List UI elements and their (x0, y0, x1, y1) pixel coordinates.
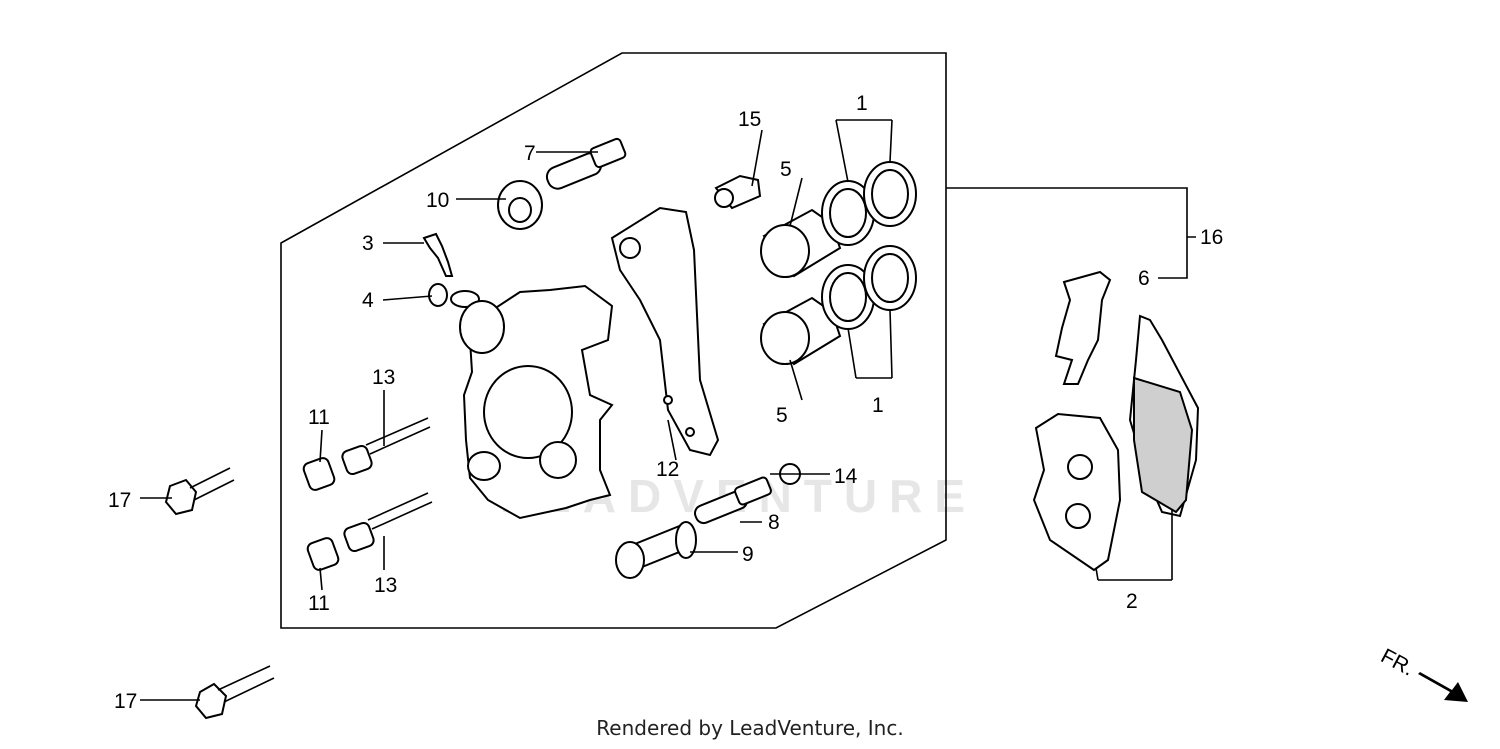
callout-14: 14 (834, 465, 858, 488)
callout-4: 4 (362, 289, 374, 312)
brake-pad-2-outer (1128, 314, 1200, 518)
credit-text: Rendered by LeadVenture, Inc. (596, 716, 904, 740)
bracket-12 (610, 206, 720, 457)
callout-1-bottom: 1 (872, 394, 884, 417)
callout-12: 12 (656, 458, 679, 481)
callout-3: 3 (362, 232, 374, 255)
pin-bolt-8 (694, 476, 772, 525)
bolt-17-lower (194, 665, 275, 720)
callout-10: 10 (426, 189, 449, 212)
front-arrow-icon: FR. (1377, 644, 1468, 702)
callout-11-top: 11 (308, 406, 330, 429)
sleeve-15 (714, 174, 762, 210)
pin-13-upper (341, 417, 431, 476)
leader-16 (946, 187, 1196, 279)
seal-set-1-lower (821, 245, 917, 330)
piston-5-lower (760, 296, 842, 366)
callout-5-bottom: 5 (776, 404, 788, 427)
front-indicator-label: FR. (1377, 644, 1418, 680)
pin-bolt-7 (545, 137, 627, 190)
callout-13-bottom: 13 (374, 574, 397, 597)
callout-7: 7 (524, 142, 536, 165)
assembly-frame (280, 52, 947, 629)
callout-15: 15 (738, 108, 761, 131)
callout-17-top: 17 (108, 489, 131, 512)
bolt-9 (615, 521, 697, 579)
callout-8: 8 (768, 511, 780, 534)
spring-11-lower (306, 537, 340, 571)
leader-lines (140, 119, 1173, 701)
callout-16: 16 (1200, 226, 1223, 249)
bleeder-3 (422, 232, 454, 277)
callout-9: 9 (742, 543, 754, 566)
callout-2: 2 (1126, 590, 1138, 613)
bolt-17-upper (164, 467, 235, 516)
brake-pad-2-inner (1032, 412, 1122, 572)
callout-17-bottom: 17 (114, 690, 137, 713)
pin-13-lower (343, 492, 433, 553)
pad-spring-6 (1054, 270, 1112, 385)
caliper-body (459, 284, 614, 520)
callout-6: 6 (1138, 267, 1150, 290)
callout-5-top: 5 (780, 158, 792, 181)
callout-13-top: 13 (372, 366, 395, 389)
seal-set-1-upper (821, 161, 917, 246)
callout-11-bottom: 11 (308, 592, 330, 615)
boot-10 (497, 180, 543, 230)
spring-11-upper (302, 457, 336, 491)
callout-1-top: 1 (856, 92, 868, 115)
